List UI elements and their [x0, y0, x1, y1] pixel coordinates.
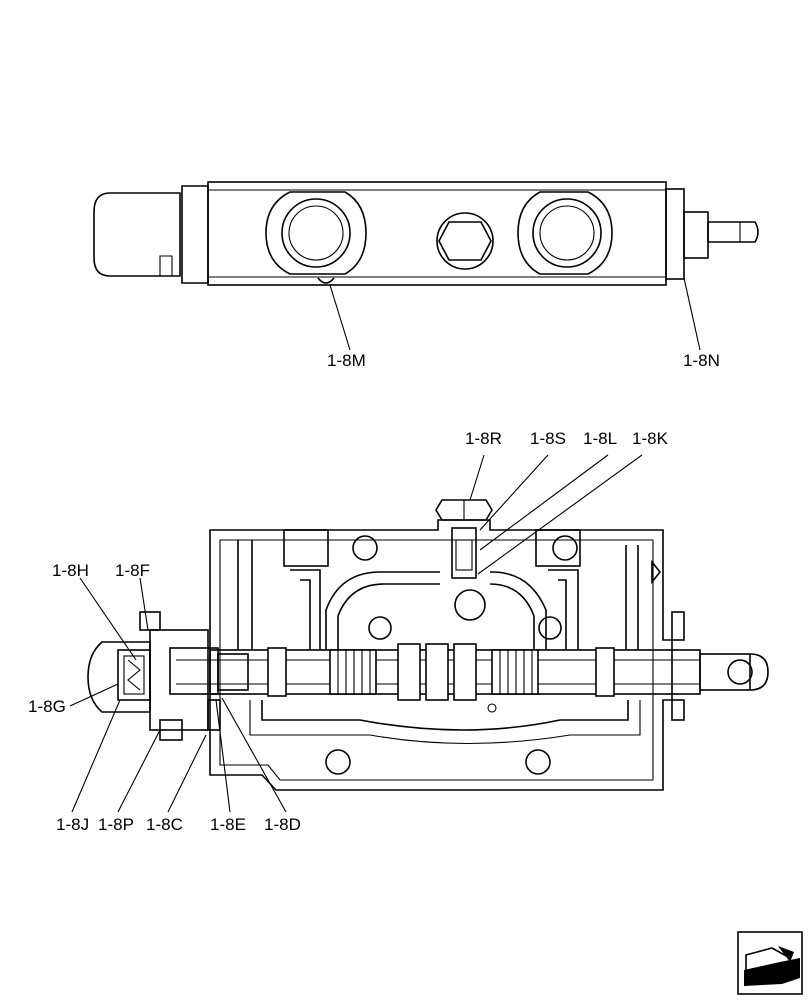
- label-1-8L: 1-8L: [583, 429, 617, 448]
- label-1-8E: 1-8E: [210, 815, 246, 834]
- label-1-8C: 1-8C: [146, 815, 183, 834]
- label-1-8H: 1-8H: [52, 561, 89, 580]
- label-1-8N: 1-8N: [683, 351, 720, 370]
- valve-section-view: [69, 454, 769, 813]
- label-1-8D: 1-8D: [264, 815, 301, 834]
- label-1-8S: 1-8S: [530, 429, 566, 448]
- next-page-arrow-icon[interactable]: [737, 931, 803, 995]
- valve-top-view: [93, 181, 759, 351]
- label-1-8G: 1-8G: [28, 697, 66, 716]
- label-1-8P: 1-8P: [98, 815, 134, 834]
- label-1-8F: 1-8F: [115, 561, 150, 580]
- label-1-8R: 1-8R: [465, 429, 502, 448]
- label-1-8M: 1-8M: [327, 351, 366, 370]
- label-1-8K: 1-8K: [632, 429, 669, 448]
- label-1-8J: 1-8J: [56, 815, 89, 834]
